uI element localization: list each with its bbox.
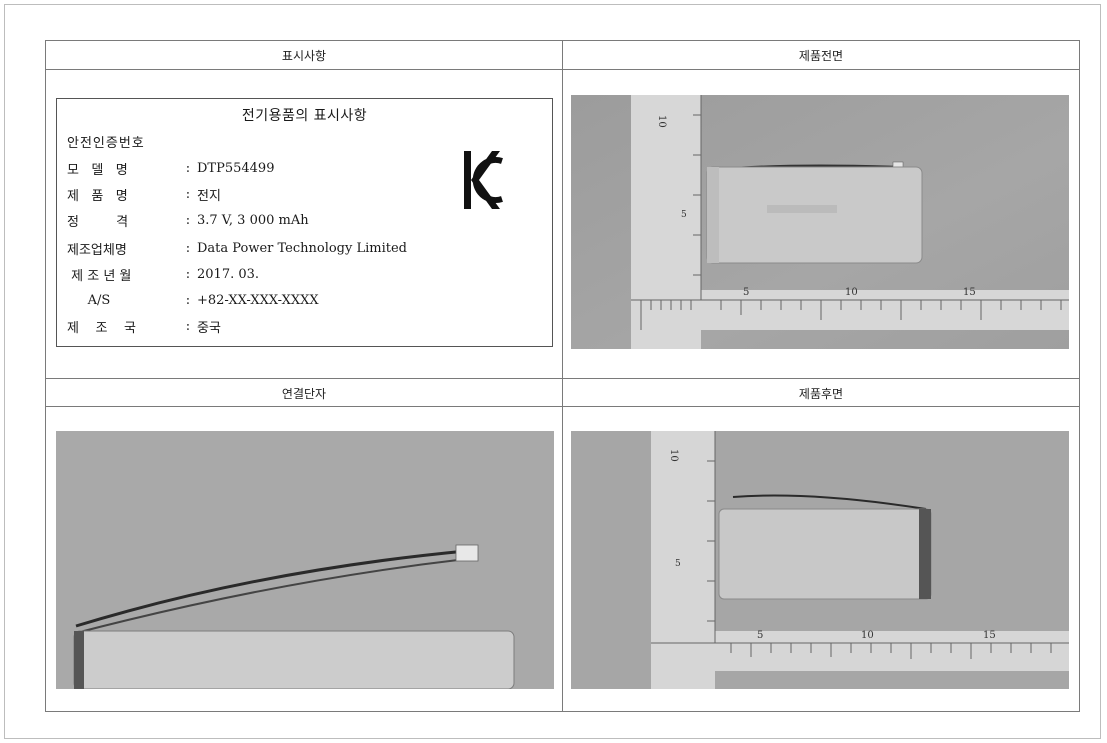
- ruler-label: 15: [963, 287, 976, 298]
- row-key: A/S: [67, 292, 111, 308]
- product-front-photo: 10 5 5 10 15: [571, 95, 1069, 349]
- row-colon: :: [185, 292, 191, 308]
- row-value: DTP554499: [197, 160, 275, 176]
- label-row-maker: 제조업체명: Data Power Technology Limited: [67, 237, 407, 259]
- row-colon: :: [185, 266, 191, 282]
- ruler-label: 10: [845, 287, 858, 298]
- cert-number-label: 안전인증번호: [67, 136, 145, 151]
- ruler-label: 10: [656, 115, 667, 128]
- label-row-date: 제 조 년 월:2017. 03.: [67, 263, 259, 285]
- header-label: 표시사항: [281, 48, 327, 63]
- label-row-country: 제 조 국: 중국: [67, 315, 221, 337]
- ruler-label: 5: [757, 630, 763, 641]
- ruler-label: 15: [983, 630, 996, 641]
- label-row-product: 제 품 명: 전지: [67, 183, 221, 205]
- label-box: 전기용품의 표시사항 안전인증번호 모 델 명: DTP554499 제 품 명:…: [56, 98, 553, 347]
- column-divider: [562, 41, 563, 711]
- row-value: 중국: [197, 320, 221, 336]
- label-row-as: A/S: +82-XX-XXX-XXXX: [67, 289, 319, 311]
- label-row-model: 모 델 명: DTP554499: [67, 157, 274, 179]
- row-colon: :: [185, 186, 191, 202]
- ruler-label: 10: [861, 630, 874, 641]
- row-value: Data Power Technology Limited: [197, 240, 407, 256]
- row-divider: [46, 378, 1079, 379]
- ruler-label: 10: [668, 449, 679, 462]
- row-colon: :: [185, 212, 191, 228]
- kc-mark-icon: [464, 151, 503, 209]
- row-key: 제 조 년 월: [67, 268, 132, 284]
- row-colon: :: [185, 318, 191, 334]
- row-colon: :: [185, 240, 191, 256]
- row-key: 모 델 명: [67, 162, 128, 178]
- page-border: [4, 4, 1101, 739]
- header-divider-top: [46, 69, 1079, 70]
- header-connector: 연결단자: [281, 386, 327, 401]
- label-title: 전기용품의 표시사항: [241, 108, 368, 124]
- header-back: 제품후면: [798, 386, 844, 401]
- row-value: +82-XX-XXX-XXXX: [197, 292, 319, 308]
- product-back-photo: 10 5 5 10 15: [571, 431, 1069, 689]
- header-divider-bottom: [46, 406, 1079, 407]
- row-value: 2017. 03.: [197, 266, 260, 282]
- row-key: 제 품 명: [67, 188, 128, 204]
- ruler-label: 5: [681, 210, 687, 220]
- row-key: 제 조 국: [67, 320, 136, 336]
- ruler-label: 5: [675, 559, 681, 569]
- document-table: 표시사항 제품전면 연결단자 제품후면 전기용품의 표시사항 안전인증번호 모 …: [45, 40, 1080, 712]
- row-colon: :: [185, 160, 191, 176]
- label-row-rating: 정 격:3.7 V, 3 000 mAh: [67, 209, 309, 231]
- row-key: 정 격: [67, 214, 129, 230]
- connector-photo: [56, 431, 554, 689]
- row-value: 전지: [197, 188, 221, 204]
- row-key: 제조업체명: [67, 242, 127, 258]
- header-front: 제품전면: [798, 48, 844, 63]
- row-value: 3.7 V, 3 000 mAh: [197, 212, 309, 228]
- ruler-label: 5: [743, 287, 749, 298]
